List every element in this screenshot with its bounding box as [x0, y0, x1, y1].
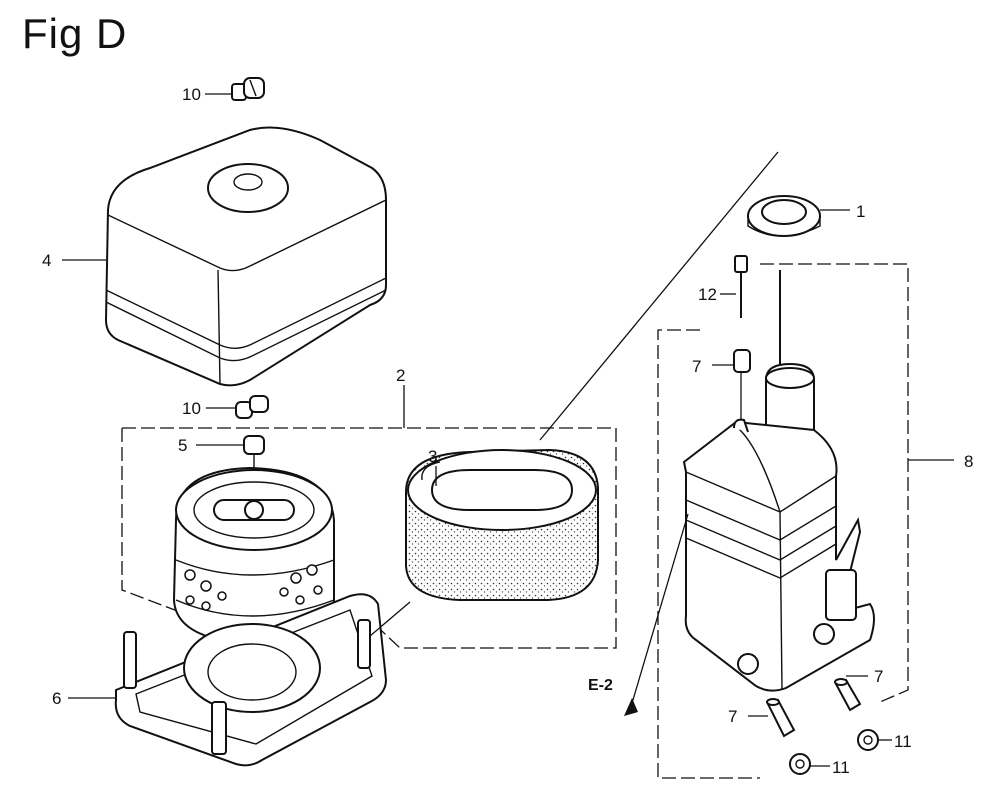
callout-11-upper: 11: [894, 732, 912, 751]
callout-9: 8: [964, 452, 973, 471]
part-4-air-cleaner-cover: [104, 126, 387, 387]
part-2-group-outline: [121, 385, 617, 649]
callout-10-top: 10: [182, 85, 201, 104]
part-1-seal-ring: [747, 195, 821, 237]
part-10-mid-bolt: [235, 395, 269, 419]
figure-title: Fig D: [22, 10, 128, 57]
part-7-pin-upper: [834, 678, 862, 712]
callout-7-upper: 7: [874, 667, 883, 686]
part-12-stud-bolt: [734, 255, 748, 318]
reference-e2: E-2: [588, 677, 613, 694]
part-7-pin-lower: [766, 698, 796, 738]
part-6-base-plate: [114, 593, 388, 767]
reference-arrow-icon: [624, 698, 638, 716]
callout-1: 1: [856, 202, 865, 221]
callout-10-mid: 10: [182, 399, 201, 418]
part-10-top-bolt: [231, 77, 265, 101]
part-8-collar: [733, 349, 751, 373]
callout-3: 3: [428, 447, 437, 466]
callout-5: 5: [178, 436, 187, 455]
callout-2: 2: [396, 366, 405, 385]
part-9-group-outline: [657, 263, 954, 779]
callout-11-lower: 11: [832, 758, 850, 777]
callout-8: 7: [692, 357, 701, 376]
part-11-nut-upper: [857, 729, 879, 751]
callout-7-lower: 7: [728, 707, 737, 726]
part-11-nut-lower: [789, 753, 811, 775]
callout-4: 4: [42, 251, 51, 270]
part-9-air-cleaner-case: [682, 270, 875, 692]
callout-6: 6: [52, 689, 61, 708]
callout-12: 12: [698, 285, 717, 304]
part-3-foam-prefilter: [405, 448, 599, 601]
